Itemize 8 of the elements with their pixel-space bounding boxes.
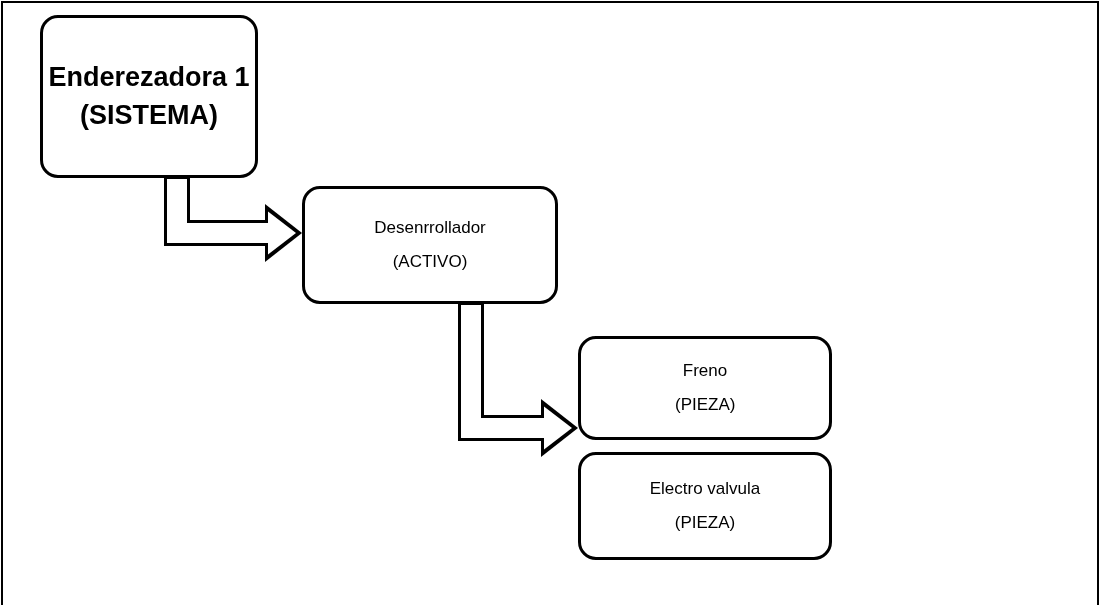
node-label: Enderezadora 1 (SISTEMA) (47, 60, 251, 132)
node-label: Freno (PIEZA) (675, 360, 735, 416)
rounded-box (578, 336, 832, 440)
rounded-box (578, 452, 832, 560)
rounded-box (302, 186, 558, 304)
node-label: Electro valvula (PIEZA) (648, 478, 762, 534)
rounded-box (40, 15, 258, 178)
node-label: Desenrrollador (ACTIVO) (373, 217, 487, 273)
